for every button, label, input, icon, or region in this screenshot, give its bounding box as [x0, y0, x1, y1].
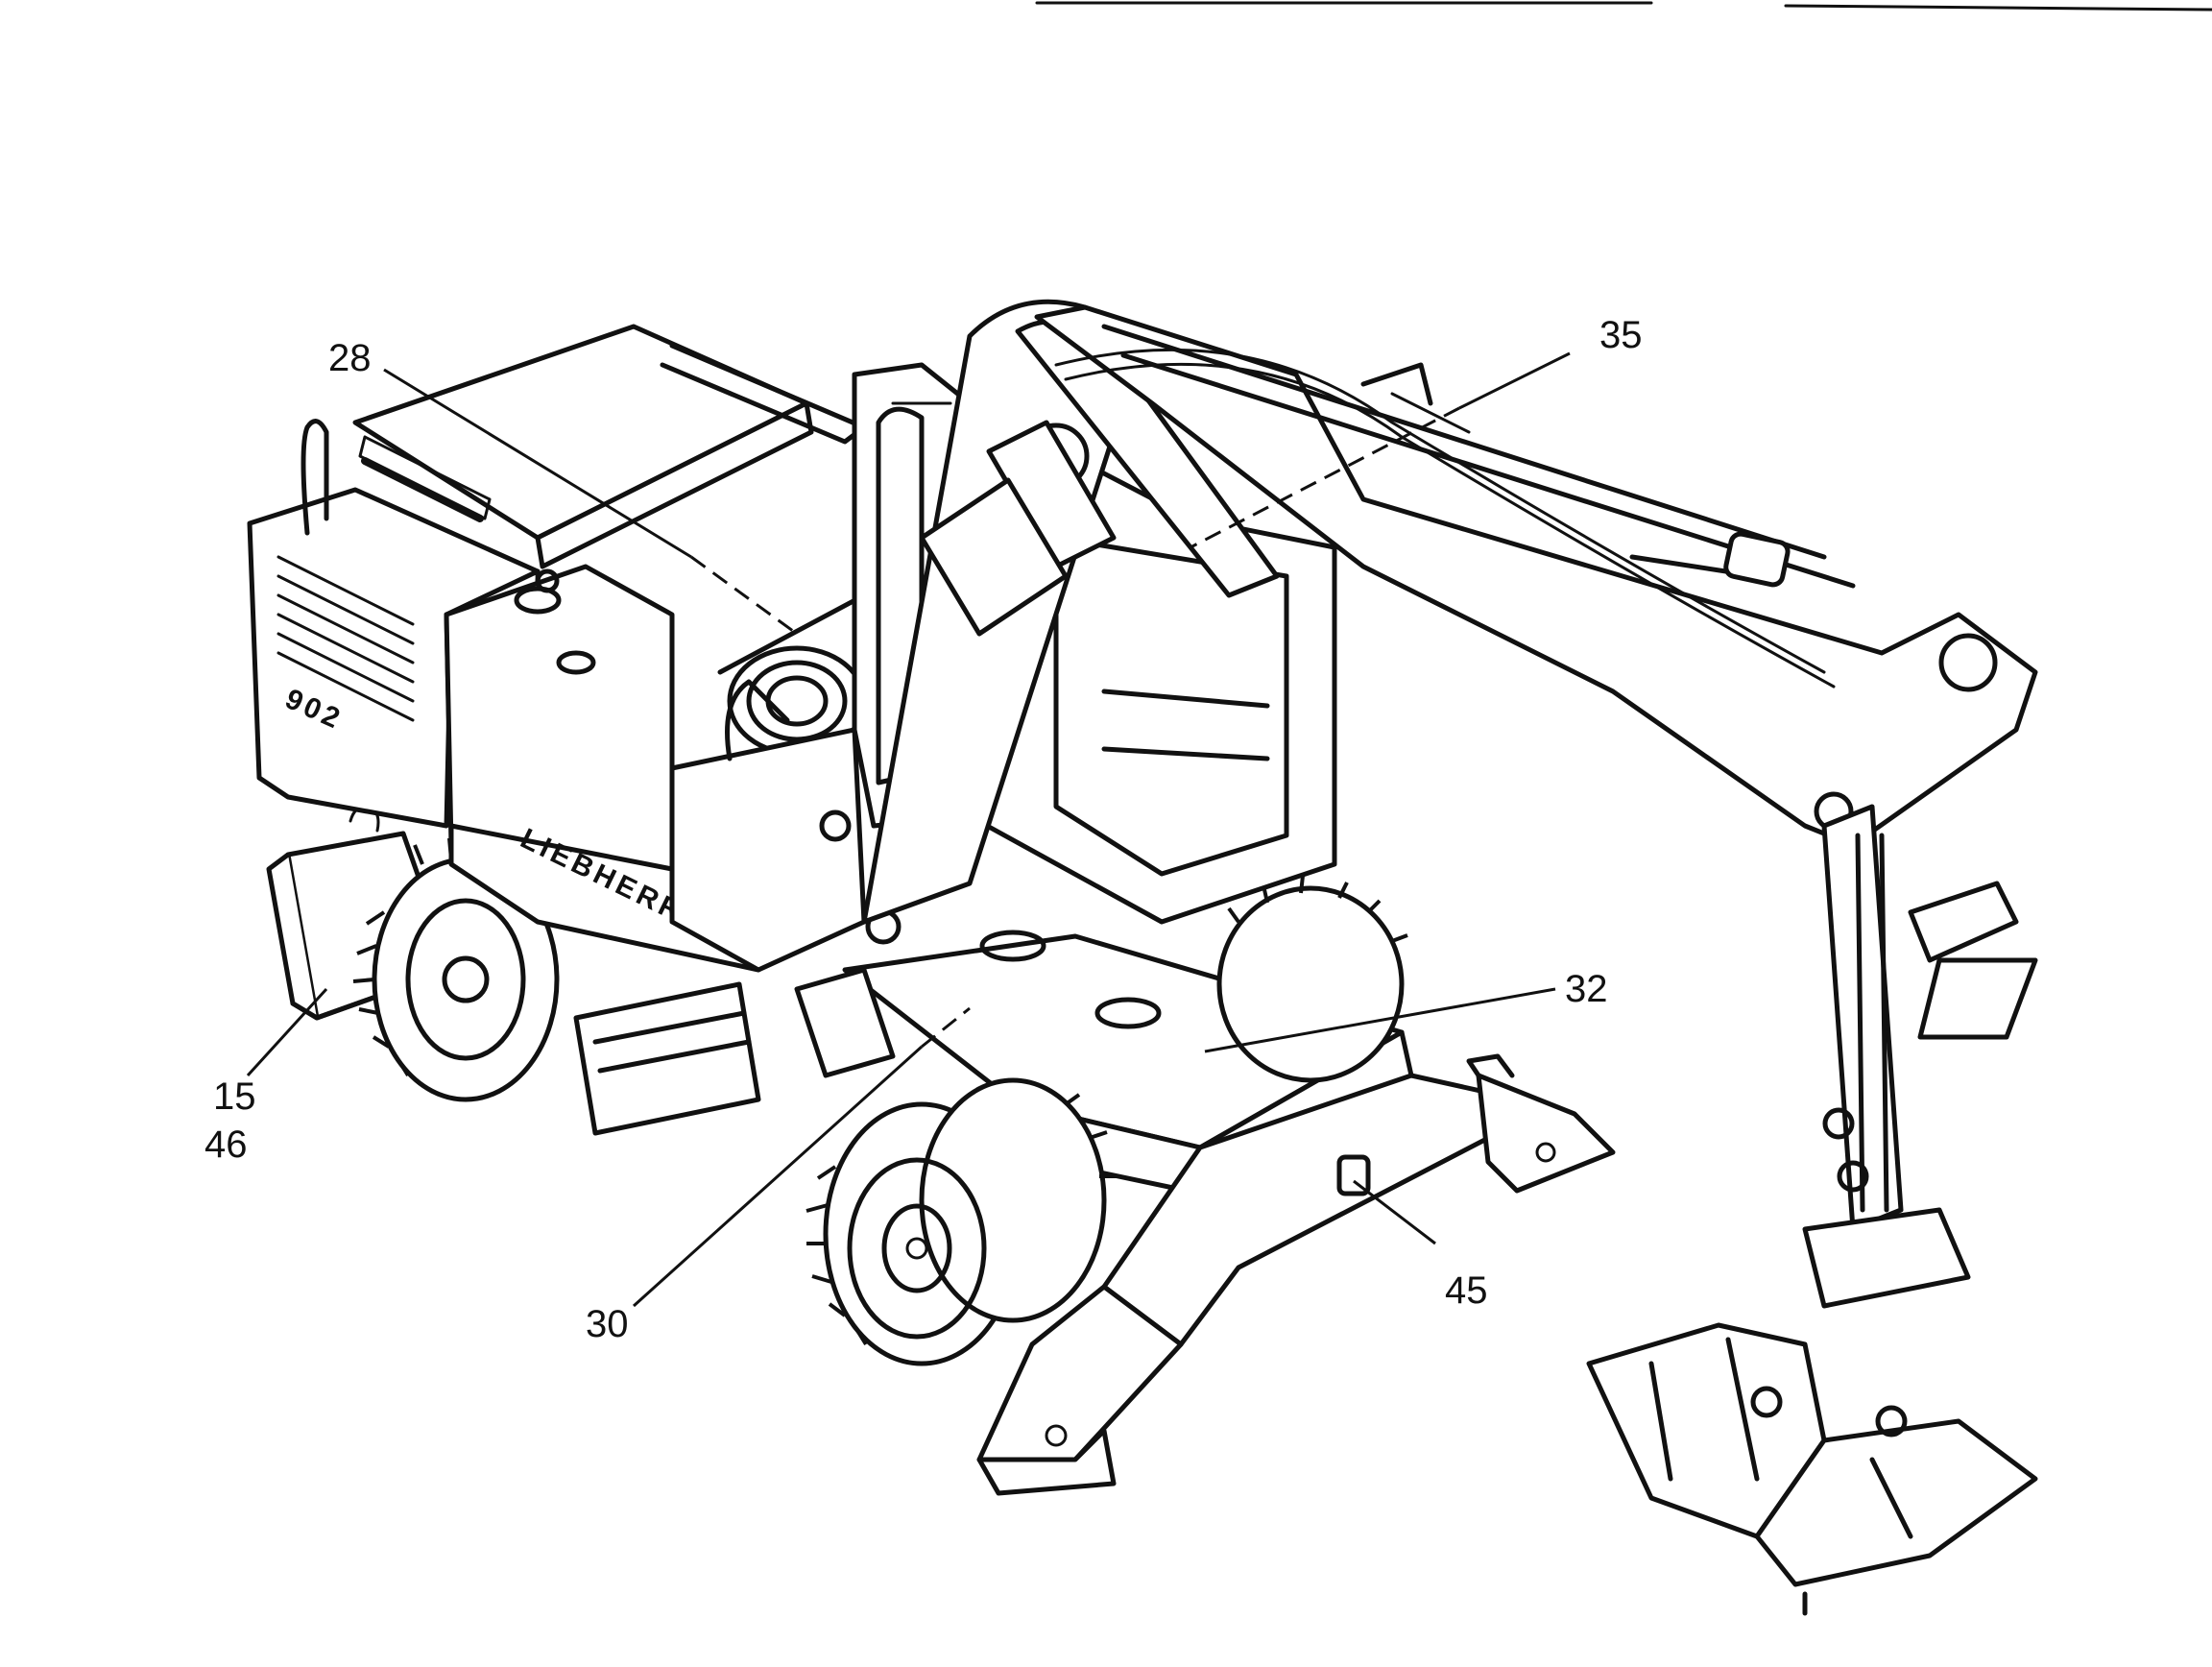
engine-cover [352, 324, 867, 569]
boom-cylinder [919, 420, 1791, 637]
radiator-grille [276, 555, 415, 722]
callout-28: 28 [328, 337, 372, 379]
leader-35 [1458, 351, 1571, 410]
leader-15 [246, 987, 328, 1077]
stick-arm [1821, 804, 2038, 1232]
scan-border [1035, 1, 2212, 12]
leader-lines [246, 351, 1571, 1308]
clamshell-grab [1586, 1207, 2038, 1616]
callout-46: 46 [204, 1123, 248, 1166]
callout-32: 32 [1565, 968, 1608, 1010]
wheel-front-left [805, 1077, 1118, 1366]
wheel-rear-right [1216, 875, 1408, 1083]
leader-32 [1204, 987, 1556, 1053]
front-outrigger [976, 1053, 1616, 1496]
callout-45: 45 [1445, 1269, 1488, 1312]
boom-hoses [1054, 348, 1836, 689]
callout-35: 35 [1599, 314, 1643, 356]
wheel-rear-left [352, 837, 560, 1102]
callout-15: 15 [213, 1075, 256, 1118]
boom-foot [669, 679, 902, 973]
rear-step [573, 967, 896, 1136]
callout-labels: 28 35 32 15 46 30 45 [204, 314, 1643, 1345]
callout-30: 30 [586, 1303, 629, 1345]
leader-28 [383, 368, 692, 559]
leader-28-hidden [690, 555, 798, 636]
leader-30 [632, 1045, 924, 1308]
leader-35-hidden [1190, 406, 1460, 549]
leader-45 [1353, 1179, 1436, 1245]
leader-30-hidden [921, 1006, 971, 1049]
